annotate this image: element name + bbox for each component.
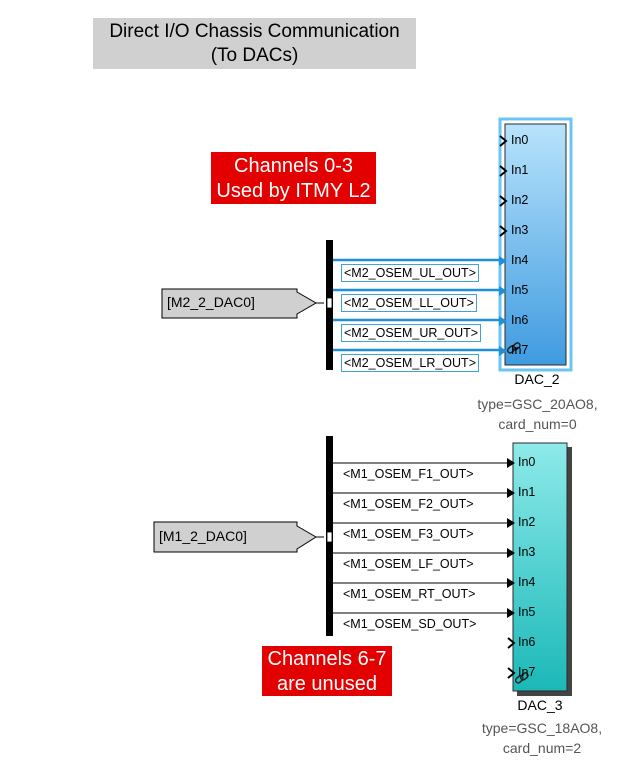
- input-port-arrow: [507, 518, 515, 528]
- dac-3-block[interactable]: [512, 442, 568, 692]
- title-line-1: Direct I/O Chassis Communication: [109, 21, 400, 42]
- unconnected-port-marker: [507, 637, 516, 649]
- dac-2-block[interactable]: [504, 123, 567, 366]
- dac-2-params: type=GSC_20AO8, card_num=0: [460, 394, 615, 434]
- bus-port-top: [326, 297, 333, 309]
- input-port-arrow: [507, 548, 515, 558]
- annotation-bottom[interactable]: Channels 6-7 are unused: [262, 646, 392, 696]
- dac-3-port-6: In6: [518, 635, 536, 649]
- signal-label-bottom-2[interactable]: <M1_OSEM_F3_OUT>: [343, 527, 474, 541]
- from-tag-bottom-shape[interactable]: [153, 521, 317, 553]
- annotation-top-line-1: Channels 0-3: [234, 155, 353, 177]
- signal-label-top-2[interactable]: <M2_OSEM_UR_OUT>: [341, 324, 482, 342]
- signal-label-bottom-4[interactable]: <M1_OSEM_RT_OUT>: [343, 587, 476, 601]
- dac-2-port-6: In6: [511, 313, 529, 327]
- dac-2-param-card: card_num=0: [498, 416, 577, 432]
- unconnected-port-marker: [499, 165, 508, 177]
- bottom-wires: [333, 462, 507, 614]
- from-tag-top-shape[interactable]: [161, 288, 317, 319]
- annotation-bottom-line-2: are unused: [276, 673, 378, 695]
- dac-2-param-type: type=GSC_20AO8,: [477, 396, 598, 412]
- dac-2-port-1: In1: [511, 163, 529, 177]
- input-port-arrow: [507, 578, 515, 588]
- bus-port-bottom: [326, 531, 333, 543]
- dac-3-port-7: In7: [518, 665, 536, 679]
- input-port-arrow: [499, 316, 507, 326]
- annotation-top[interactable]: Channels 0-3 Used by ITMY L2: [211, 152, 376, 204]
- top-wires: [333, 258, 499, 352]
- from-tag-bottom-label: [M1_2_DAC0]: [159, 528, 247, 544]
- input-port-arrow: [507, 608, 515, 618]
- dac-2-port-4: In4: [511, 253, 529, 267]
- input-port-arrow: [499, 286, 507, 296]
- dac-3-port-3: In3: [518, 545, 536, 559]
- input-port-arrow: [499, 346, 507, 356]
- dac-2-name: DAC_2: [514, 371, 560, 387]
- dac-2-port-3: In3: [511, 223, 529, 237]
- unconnected-port-marker: [499, 135, 508, 147]
- dac-2-port-markers: [499, 135, 508, 356]
- annotation-top-line-2: Used by ITMY L2: [216, 180, 371, 202]
- dac-3-param-card: card_num=2: [502, 740, 582, 756]
- signal-label-top-0[interactable]: <M2_OSEM_UL_OUT>: [341, 264, 479, 282]
- diagram-title: Direct I/O Chassis Communication (To DAC…: [93, 18, 416, 69]
- link-icon: [514, 672, 529, 684]
- unconnected-port-marker: [499, 225, 508, 237]
- signal-label-top-1[interactable]: <M2_OSEM_LL_OUT>: [341, 294, 477, 312]
- dac-3-port-markers: [507, 458, 516, 679]
- link-icon: [506, 342, 521, 354]
- signal-label-bottom-1[interactable]: <M1_OSEM_F2_OUT>: [343, 497, 474, 511]
- signal-label-bottom-0[interactable]: <M1_OSEM_F1_OUT>: [343, 467, 474, 481]
- input-port-arrow: [499, 256, 507, 266]
- dac-3-port-4: In4: [518, 575, 536, 589]
- dac-2-port-0: In0: [511, 133, 529, 147]
- input-port-arrow: [507, 488, 515, 498]
- unconnected-port-marker: [507, 667, 516, 679]
- dac-3-params: type=GSC_18AO8, card_num=2: [462, 718, 622, 758]
- signal-label-bottom-3[interactable]: <M1_OSEM_LF_OUT>: [343, 557, 474, 571]
- signal-label-top-3[interactable]: <M2_OSEM_LR_OUT>: [341, 354, 479, 372]
- dac-2-highlight: [498, 117, 573, 372]
- dac-3-port-1: In1: [518, 485, 536, 499]
- title-line-2: (To DACs): [210, 45, 299, 66]
- dac-2-port-7: In7: [511, 343, 529, 357]
- unconnected-port-marker: [499, 195, 508, 207]
- dac-3-port-2: In2: [518, 515, 536, 529]
- annotation-bottom-line-1: Channels 6-7: [267, 648, 387, 670]
- dac-2-port-2: In2: [511, 193, 529, 207]
- dac-3-name: DAC_3: [517, 697, 563, 713]
- dac-3-param-type: type=GSC_18AO8,: [481, 720, 603, 736]
- dac-2-port-5: In5: [511, 283, 529, 297]
- dac-3-port-0: In0: [518, 455, 536, 469]
- input-port-arrow: [507, 458, 515, 468]
- from-tag-top-label: [M2_2_DAC0]: [167, 294, 255, 310]
- dac-3-port-5: In5: [518, 605, 536, 619]
- signal-label-bottom-5[interactable]: <M1_OSEM_SD_OUT>: [343, 617, 477, 631]
